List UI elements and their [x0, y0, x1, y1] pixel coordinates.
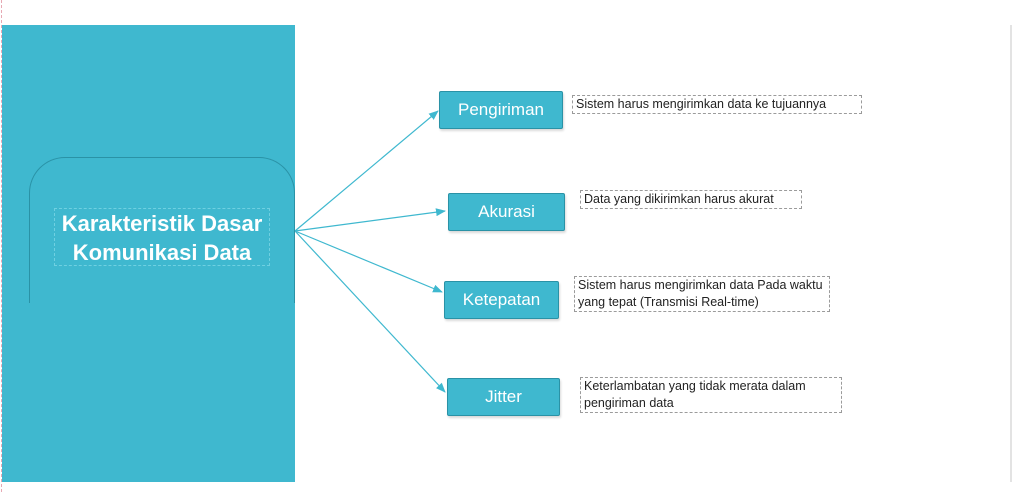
connector-layer [294, 110, 446, 393]
slide: Karakteristik Dasar Komunikasi Data Peng… [2, 25, 1010, 482]
node-pengiriman: Pengiriman [439, 91, 563, 129]
desc-jitter: Keterlambatan yang tidak merata dalam pe… [580, 377, 842, 413]
node-ketepatan: Ketepatan [444, 281, 559, 319]
node-jitter: Jitter [447, 378, 560, 416]
slide-shadow [1008, 25, 1012, 482]
connector-arrow-ketepatan [294, 230, 443, 293]
desc-akurasi: Data yang dikirimkan harus akurat [580, 190, 802, 209]
connector-arrow-akurasi [294, 208, 446, 232]
desc-pengiriman: Sistem harus mengirimkan data ke tujuann… [572, 95, 862, 114]
node-akurasi: Akurasi [448, 193, 565, 231]
guide-line [1, 0, 2, 492]
desc-ketepatan: Sistem harus mengirimkan data Pada waktu… [574, 276, 830, 312]
main-topic-title: Karakteristik Dasar Komunikasi Data [54, 208, 270, 266]
connector-arrow-pengiriman [294, 110, 439, 232]
connector-arrow-jitter [294, 230, 446, 393]
main-topic-box [29, 157, 295, 303]
